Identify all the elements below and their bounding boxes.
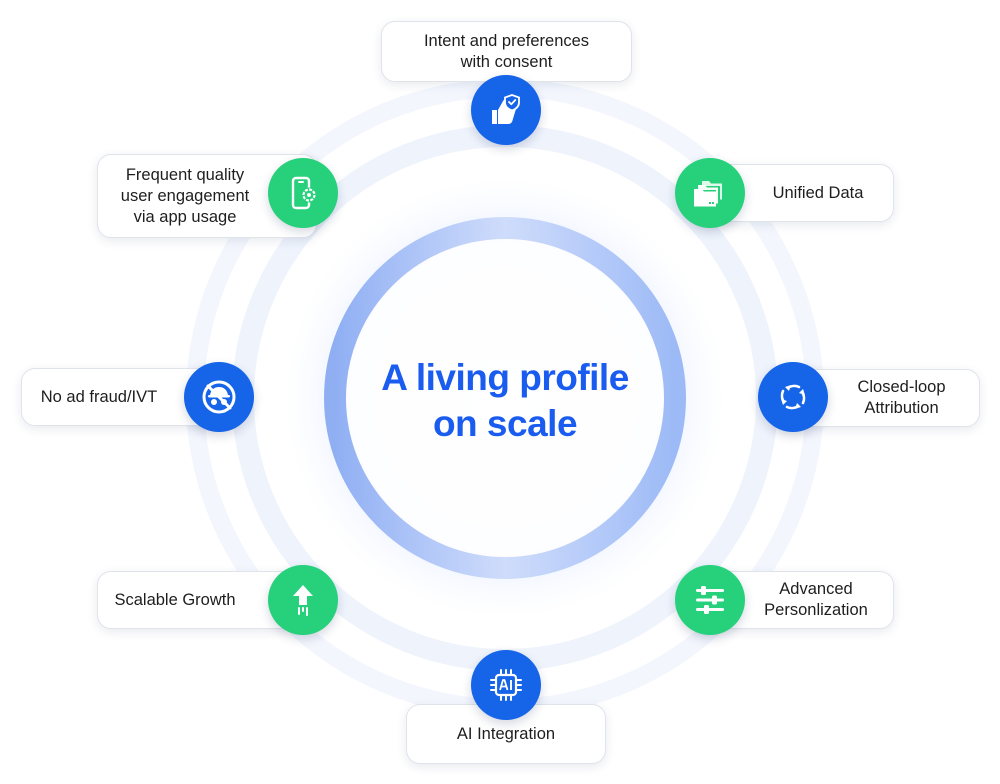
up-arrow-icon [268, 565, 338, 635]
node-intent-card: Intent and preferences with consent [381, 21, 632, 82]
node-fraud-label: No ad fraud/IVT [40, 387, 158, 406]
node-intent-label-1: Intent and preferences [423, 31, 590, 50]
cycle-arrows-icon [758, 362, 828, 432]
sliders-icon [675, 565, 745, 635]
ai-chip-icon [471, 650, 541, 720]
node-intent-label-2: with consent [460, 52, 553, 71]
node-growth-label: Scalable Growth [114, 590, 236, 609]
center-title-line-1: A living profile [381, 357, 629, 398]
center-title: A living profile on scale [340, 355, 670, 447]
node-engagement-label-1: Frequent quality [125, 165, 245, 184]
node-ai-label: AI Integration [456, 724, 556, 743]
node-attribution-label-2: Attribution [864, 399, 939, 417]
phone-gear-icon [268, 158, 338, 228]
node-engagement-label-3: via app usage [133, 207, 237, 226]
no-fraud-icon [184, 362, 254, 432]
node-unified-label: Unified Data [772, 183, 864, 202]
node-personalization-label-1: Advanced [779, 580, 853, 598]
node-engagement-label-2: user engagement [120, 186, 250, 205]
node-personalization-label-2: Personlization [764, 601, 868, 619]
thumbs-up-shield-icon [471, 75, 541, 145]
node-attribution-label-1: Closed-loop [857, 378, 946, 396]
folders-icon [675, 158, 745, 228]
center-title-line-2: on scale [432, 403, 578, 444]
node-growth-card: Scalable Growth [97, 571, 297, 629]
node-ai-card: AI Integration [406, 704, 606, 764]
